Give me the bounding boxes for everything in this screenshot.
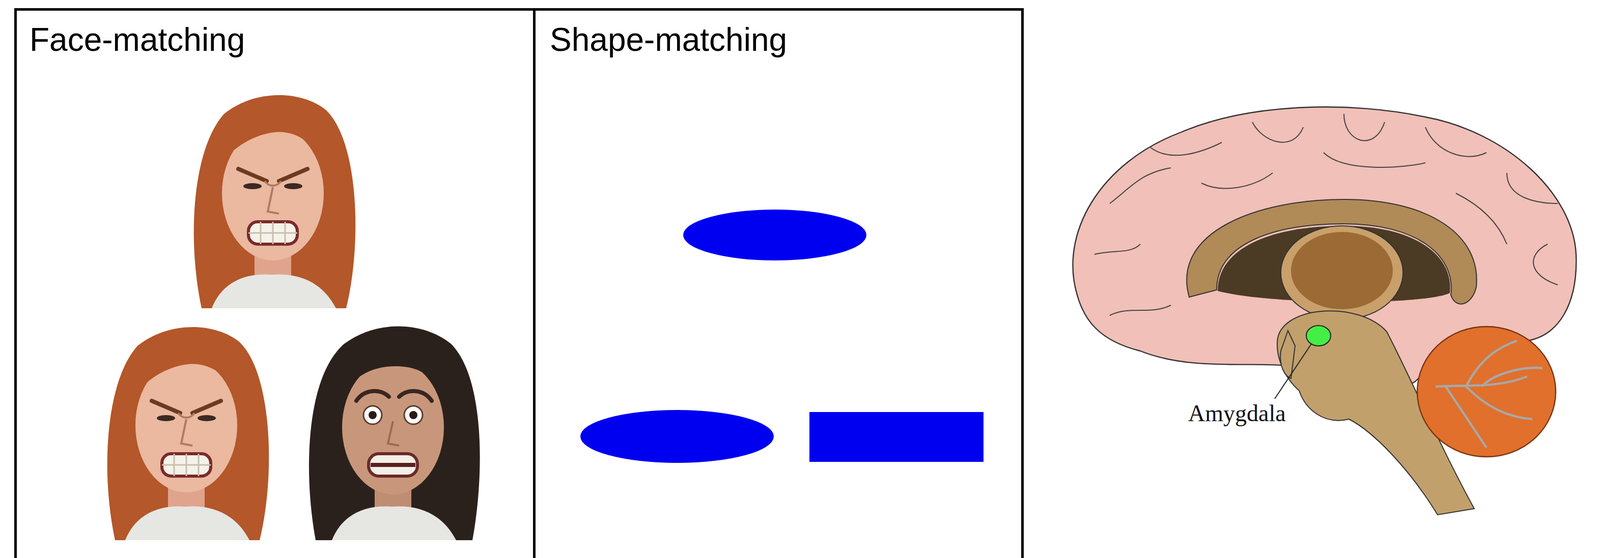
task-panel: Shape-matching (532, 8, 1024, 558)
angry-face (193, 95, 356, 309)
panel-title: Face-matching (29, 21, 245, 58)
blue-ellipse (683, 209, 867, 261)
brain-sagittal (1072, 106, 1577, 516)
amygdala (1306, 325, 1331, 347)
task-panel: Face-matching (14, 8, 536, 558)
angry-face (107, 327, 270, 541)
blue-ellipse (580, 410, 774, 464)
leader-line (1274, 344, 1312, 400)
structure-label: Amygdala (1188, 401, 1286, 428)
panel-title: Shape-matching (549, 21, 788, 58)
blue-rectangle (809, 412, 984, 463)
fear-face (309, 326, 481, 541)
